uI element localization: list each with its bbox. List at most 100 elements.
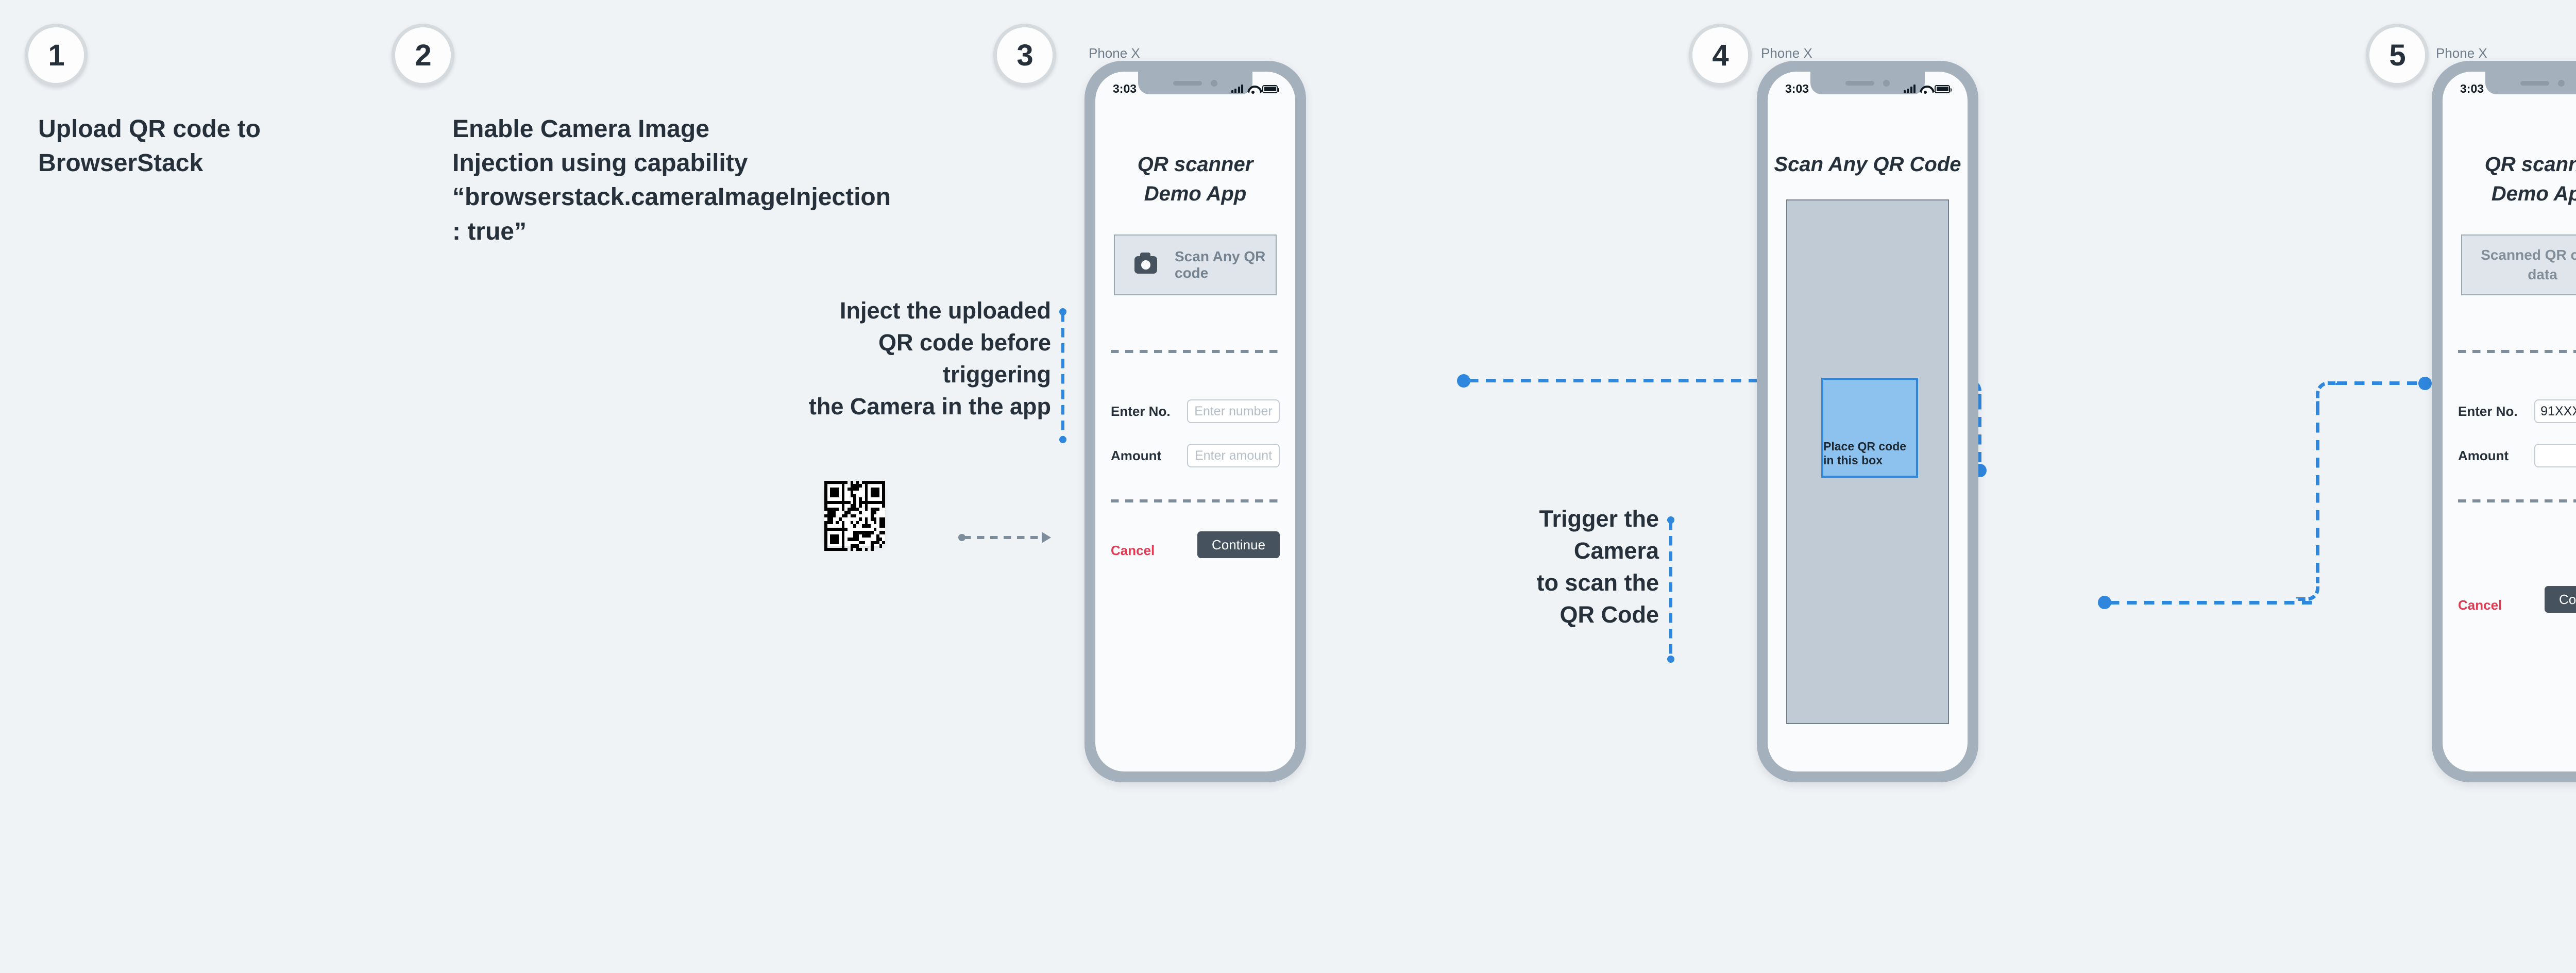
step-badge-3: 3 xyxy=(993,24,1056,87)
bracket-line xyxy=(1669,521,1672,659)
battery-icon xyxy=(1935,85,1952,93)
app-title-4: Scan Any QR Code xyxy=(1774,153,1961,176)
wifi-icon xyxy=(1920,85,1930,94)
signal-bars-icon xyxy=(1231,84,1243,93)
field-row-amount-3: Amount Enter amount xyxy=(1111,444,1280,467)
cancel-button-3[interactable]: Cancel xyxy=(1111,543,1155,558)
status-bar-3: 3:03 xyxy=(1095,81,1295,96)
step-number-2: 2 xyxy=(415,38,431,72)
divider-bottom-5 xyxy=(2458,499,2576,502)
divider-top-3 xyxy=(1111,350,1280,353)
qr-to-phone-arrow xyxy=(958,532,1051,543)
bracket-line xyxy=(1061,312,1064,439)
field-row-amount-5: Amount xyxy=(2458,444,2576,467)
phone-screen-5: 3:03 QR scanner Demo App Scanned QR code… xyxy=(2443,72,2576,771)
camera-viewport: Place QR code in this box xyxy=(1786,199,1949,724)
connector-elbow-top-left xyxy=(2316,381,2340,405)
status-time: 3:03 xyxy=(1113,81,1137,95)
wifi-icon xyxy=(1247,85,1258,94)
step-badge-1: 1 xyxy=(25,24,88,87)
enter-amount-input[interactable]: Enter amount xyxy=(1187,444,1280,467)
connector-v-into-scan-target xyxy=(1978,399,1981,472)
step-caption-2: Enable Camera Image Injection using capa… xyxy=(452,115,891,245)
phone-screen-3: 3:03 QR scanner Demo App Scan Any QR cod… xyxy=(1095,72,1295,771)
arrow-dashes xyxy=(963,536,1044,539)
speaker-grille-icon xyxy=(1173,80,1202,86)
annotation-bracket-trigger xyxy=(1667,516,1674,663)
field-label-enter-no: Enter No. xyxy=(2458,403,2518,419)
speaker-grille-icon xyxy=(2520,80,2549,86)
speaker-grille-icon xyxy=(1845,80,1874,86)
front-camera-icon xyxy=(1211,79,1217,87)
scan-button-label: Scan Any QR code xyxy=(1175,248,1266,281)
arrow-head-icon xyxy=(1042,532,1051,543)
annotation-bracket-inject xyxy=(1059,308,1066,443)
phone-notch-5 xyxy=(2485,72,2576,94)
arrow-start-dot xyxy=(958,534,965,541)
step-number-5: 5 xyxy=(2389,38,2405,72)
status-bar-5: 3:03 xyxy=(2443,81,2576,96)
field-row-enter-no-3: Enter No. Enter number xyxy=(1111,399,1280,423)
field-label-enter-no: Enter No. xyxy=(1111,403,1171,419)
camera-icon xyxy=(1134,253,1157,274)
status-time: 3:03 xyxy=(1785,81,1809,95)
field-label-amount: Amount xyxy=(2458,447,2509,463)
phone-notch-4 xyxy=(1810,72,1925,94)
continue-button-5[interactable]: Continue xyxy=(2545,586,2576,613)
connector-dot-phone3-out xyxy=(1457,374,1470,388)
connector-v-phone4-to-phone5 xyxy=(2316,405,2319,580)
enter-number-input[interactable]: 91XXXXXX89 xyxy=(2534,399,2576,423)
step-number-4: 4 xyxy=(1712,38,1728,72)
annotation-trigger-camera: Trigger the Camera to scan the QR Code xyxy=(1536,506,1659,628)
step-number-3: 3 xyxy=(1016,38,1033,72)
step-badge-4: 4 xyxy=(1689,24,1752,87)
scan-target-label: Place QR code in this box xyxy=(1823,440,1907,467)
enter-amount-input[interactable] xyxy=(2534,444,2576,467)
field-row-enter-no-5: Enter No. 91XXXXXX89 xyxy=(2458,399,2576,423)
phone-mock-5: 3:03 QR scanner Demo App Scanned QR code… xyxy=(2432,61,2576,782)
phone-mock-3: 3:03 QR scanner Demo App Scan Any QR cod… xyxy=(1084,61,1306,782)
connector-dot-phone4-out xyxy=(2098,596,2111,609)
phone-label-4: Phone X xyxy=(1761,45,1812,61)
signal-bars-icon xyxy=(1903,84,1916,93)
divider-top-5 xyxy=(2458,350,2576,353)
status-bar-4: 3:03 xyxy=(1768,81,1968,96)
bracket-cap-top xyxy=(1059,308,1066,315)
phone-label-5: Phone X xyxy=(2436,45,2487,61)
connector-elbow-bottom-right xyxy=(2296,577,2319,601)
app-title-3: QR scanner Demo App xyxy=(1137,153,1253,205)
step-badge-5: 5 xyxy=(2366,24,2429,87)
status-time: 3:03 xyxy=(2460,81,2484,95)
step-number-1: 1 xyxy=(48,38,64,72)
field-label-amount: Amount xyxy=(1111,447,1162,463)
qr-scan-target-box[interactable]: Place QR code in this box xyxy=(1821,378,1918,478)
step-badge-2: 2 xyxy=(392,24,454,87)
qr-code-pattern xyxy=(824,480,885,551)
status-icon-group xyxy=(1903,84,1952,94)
step-caption-1: Upload QR code to BrowserStack xyxy=(38,115,261,177)
front-camera-icon xyxy=(1883,79,1890,87)
app-title-5: QR scanner Demo App xyxy=(2484,153,2576,205)
connector-h-phone3-to-phone4 xyxy=(1468,379,1978,382)
phone-mock-4: 3:03 Scan Any QR Code Place QR code in t… xyxy=(1757,61,1978,782)
phone-label-3: Phone X xyxy=(1089,45,1140,61)
divider-bottom-3 xyxy=(1111,499,1280,502)
scanned-qr-code-data-box: Scanned QR code data xyxy=(2461,234,2576,295)
connector-dot-phone5-in xyxy=(2418,377,2432,390)
uploaded-qr-code xyxy=(824,480,885,551)
continue-button-3[interactable]: Continue xyxy=(1197,531,1280,558)
connector-h-into-phone5 xyxy=(2337,381,2425,385)
front-camera-icon xyxy=(2558,79,2565,87)
cancel-button-5[interactable]: Cancel xyxy=(2458,597,2502,613)
scan-any-qr-code-button[interactable]: Scan Any QR code xyxy=(1114,234,1277,295)
connector-h-phone4-out xyxy=(2109,601,2313,605)
bracket-cap-top xyxy=(1667,516,1674,524)
battery-icon xyxy=(1262,85,1279,93)
enter-number-input[interactable]: Enter number xyxy=(1187,399,1280,423)
phone-screen-4: 3:03 Scan Any QR Code Place QR code in t… xyxy=(1768,72,1968,771)
phone-notch-3 xyxy=(1138,72,1252,94)
bracket-cap-bottom xyxy=(1667,656,1674,663)
annotation-inject-qr: Inject the uploaded QR code before trigg… xyxy=(808,297,1051,420)
status-icon-group xyxy=(1231,84,1279,94)
bracket-cap-bottom xyxy=(1059,436,1066,443)
